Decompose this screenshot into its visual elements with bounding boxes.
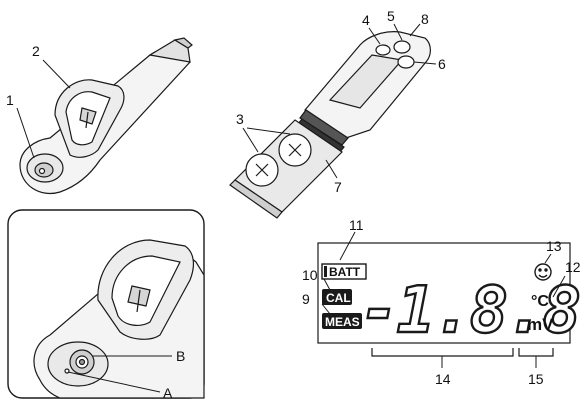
- meas-label: MEAS: [325, 315, 360, 329]
- callout-10: 10: [302, 267, 318, 283]
- callout-7: 7: [334, 179, 342, 195]
- callout-3: 3: [236, 111, 244, 127]
- callout-13: 13: [546, 238, 562, 254]
- callout-5: 5: [387, 8, 395, 24]
- callout-labels: 1 2 3 4 5 6 7 8 9 10 11 12 13 14 15 B A: [6, 8, 581, 401]
- reading-text: -1.8.8.8: [360, 274, 585, 348]
- callout-9: 9: [302, 291, 310, 307]
- smiley-face-icon: [534, 263, 552, 281]
- batt-indicator: BATT: [321, 263, 367, 280]
- callout-11: 11: [349, 217, 364, 233]
- callout-2: 2: [32, 43, 40, 59]
- meter-battery-illustration: [229, 31, 431, 219]
- unit-mv: mV: [527, 315, 554, 334]
- callout-1: 1: [6, 92, 14, 108]
- batt-label: BATT: [329, 265, 361, 279]
- callout-4: 4: [362, 12, 370, 28]
- cal-label: CAL: [326, 291, 351, 305]
- callout-6: 6: [438, 56, 446, 72]
- meter-open-lid-illustration: [19, 37, 193, 194]
- callout-8: 8: [421, 11, 429, 27]
- reading-digits: -1.8.8.8: [359, 273, 585, 349]
- cal-indicator: CAL: [322, 289, 352, 305]
- lcd-display: BATT CAL MEAS -1.8.8.8 °C mV: [317, 231, 585, 368]
- callout-14: 14: [435, 371, 451, 387]
- callout-12: 12: [565, 259, 581, 275]
- callout-b: B: [176, 348, 185, 364]
- callout-15: 15: [528, 371, 544, 387]
- callout-a: A: [163, 385, 173, 401]
- closeup-panel: [7, 209, 205, 399]
- meas-indicator: MEAS: [322, 313, 362, 329]
- unit-celsius: °C: [531, 293, 549, 310]
